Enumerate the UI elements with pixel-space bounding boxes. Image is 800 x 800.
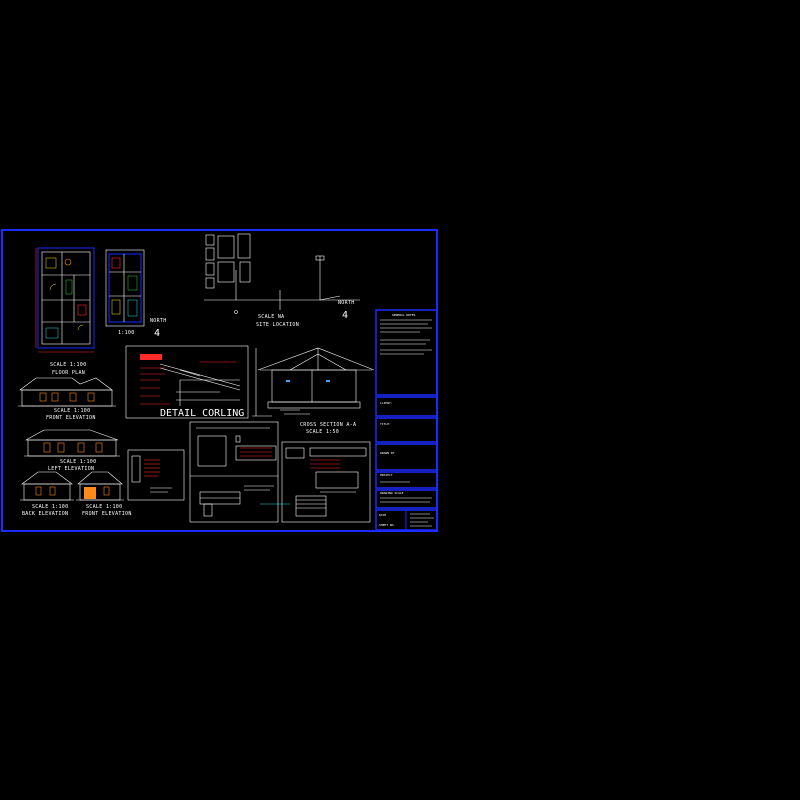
svg-text:BACK ELEVATION: BACK ELEVATION: [22, 511, 68, 517]
svg-text:SCALE 1:100: SCALE 1:100: [32, 504, 68, 510]
svg-text:LEFT ELEVATION: LEFT ELEVATION: [48, 466, 94, 472]
svg-text:DRAWN BY: DRAWN BY: [380, 451, 395, 455]
svg-text:PROJECT: PROJECT: [380, 473, 393, 477]
svg-text:NORTH: NORTH: [150, 318, 167, 324]
first-floor-caption: 1:100: [118, 330, 135, 336]
svg-text:FRONT ELEVATION: FRONT ELEVATION: [82, 511, 132, 517]
svg-text:SCALE 1:100: SCALE 1:100: [86, 504, 122, 510]
site-title: SITE LOCATION: [256, 322, 299, 328]
svg-text:DATE: DATE: [379, 513, 386, 517]
general-notes-heading: GENERAL NOTES: [392, 313, 416, 317]
site-scale: SCALE NA: [258, 314, 284, 320]
left-elevation: SCALE 1:100 LEFT ELEVATION: [24, 429, 120, 472]
svg-text:DRAWING SCALE: DRAWING SCALE: [380, 491, 404, 495]
svg-text:SHEET NO.: SHEET NO.: [379, 523, 395, 527]
svg-text:SCALE 1:100: SCALE 1:100: [60, 459, 96, 465]
floor-plan-scale: SCALE 1:100: [50, 362, 86, 368]
svg-text:CROSS SECTION A-A: CROSS SECTION A-A: [300, 422, 356, 428]
detail-box-small: [127, 449, 185, 501]
svg-text:SCALE 1:50: SCALE 1:50: [306, 429, 339, 435]
svg-text:TITLE:: TITLE:: [380, 422, 391, 426]
north-arrow-left: NORTH 4: [150, 318, 167, 339]
first-floor-plan: 1:100: [105, 249, 145, 336]
foundation-details-right: [260, 441, 371, 523]
detail-corling: DETAIL CORLING: [125, 345, 249, 419]
title-block: GENERAL NOTES CLIENT: TITLE: DRAWN BY PR…: [375, 309, 438, 531]
foundation-details: [189, 421, 279, 523]
front-elevation-1: SCALE 1:100 FRONT ELEVATION: [18, 377, 116, 421]
detail-title: DETAIL CORLING: [160, 408, 244, 419]
svg-text:4: 4: [154, 328, 160, 339]
svg-text:4: 4: [342, 310, 348, 321]
svg-text:SCALE 1:100: SCALE 1:100: [54, 408, 90, 414]
svg-text:NORTH: NORTH: [338, 300, 355, 306]
back-elevation: SCALE 1:100 BACK ELEVATION: [20, 471, 74, 517]
svg-text:FRONT ELEVATION: FRONT ELEVATION: [46, 415, 96, 421]
front-elevation-2: SCALE 1:100 FRONT ELEVATION: [76, 471, 132, 517]
floor-plan-title: FLOOR PLAN: [52, 370, 85, 376]
cross-section: CROSS SECTION A-A SCALE 1:50: [252, 347, 375, 435]
floor-plan: SCALE 1:100 FLOOR PLAN: [35, 247, 95, 376]
svg-text:CLIENT:: CLIENT:: [380, 401, 393, 405]
site-location: SCALE NA SITE LOCATION NORTH 4: [204, 233, 360, 328]
